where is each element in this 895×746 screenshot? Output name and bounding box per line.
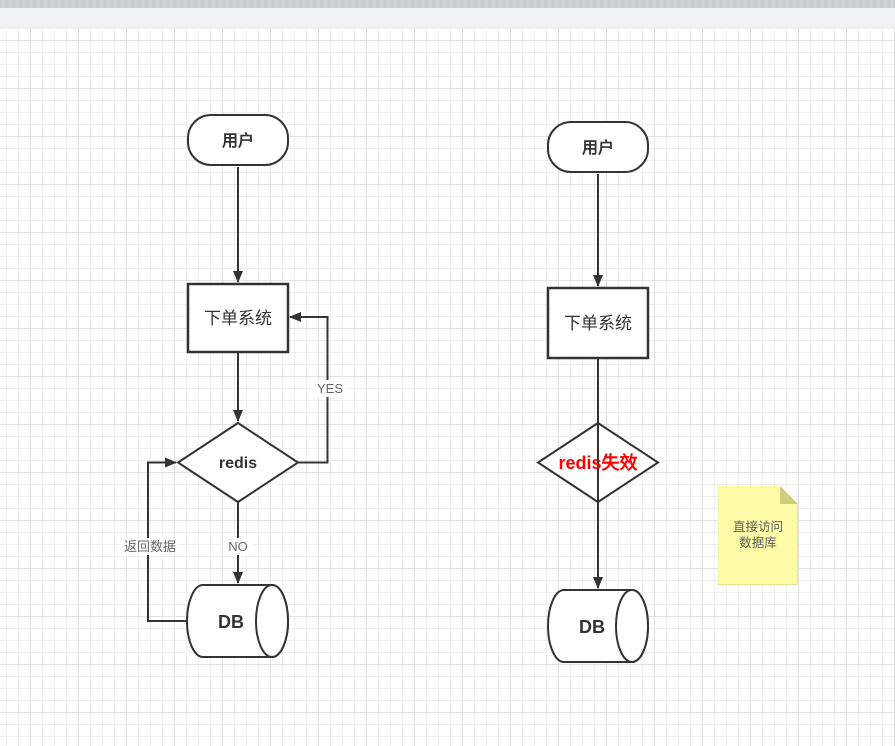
note-text-line1: 直接访问 <box>732 520 783 534</box>
no-label: NO <box>228 539 248 554</box>
right-user-node[interactable] <box>547 121 649 173</box>
left-db-label: DB <box>218 612 244 632</box>
left-system-label: 下单系统 <box>204 309 272 328</box>
left-decision-label: redis <box>219 455 257 472</box>
right-db-label: DB <box>579 617 605 637</box>
return-data-label-bg <box>121 538 179 555</box>
no-label-bg <box>223 538 253 555</box>
yes-label: YES <box>317 381 343 396</box>
right-system-node[interactable] <box>546 286 650 360</box>
right-decision-label: redis失效 <box>558 452 638 473</box>
window-chrome-strip <box>0 0 895 8</box>
return-data-label: 返回数据 <box>124 539 176 554</box>
right-user-label: 用户 <box>582 138 614 157</box>
toolbar-strip <box>0 8 895 28</box>
left-db-node[interactable] <box>186 584 289 658</box>
right-system-label: 下单系统 <box>564 314 632 333</box>
left-user-label: 用户 <box>222 131 254 150</box>
right-db-node[interactable] <box>547 589 649 663</box>
sticky-note[interactable]: 直接访问 数据库 <box>718 486 798 585</box>
left-decision-node[interactable] <box>176 421 300 504</box>
note-text-line2: 数据库 <box>739 535 777 550</box>
left-user-node[interactable] <box>187 114 289 166</box>
yes-label-bg <box>314 380 346 397</box>
diagram-canvas[interactable] <box>0 28 895 746</box>
left-system-node[interactable] <box>186 282 290 354</box>
